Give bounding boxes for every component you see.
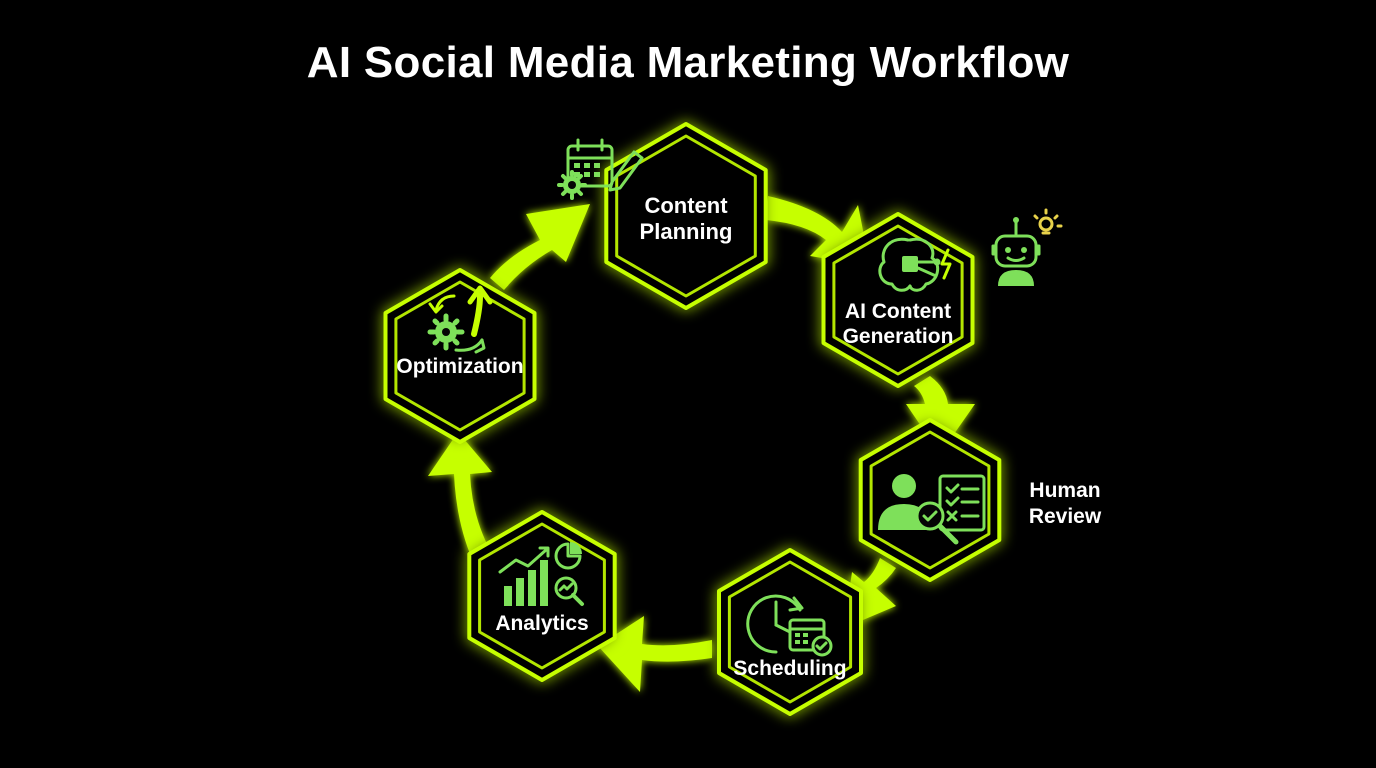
human-review-label: Human Review (990, 478, 1140, 530)
step-label-optimization-line-1: Optimization (396, 355, 523, 378)
flow-arrow-generation-to-review (906, 376, 975, 454)
step-label-analytics-line-1: Analytics (495, 612, 588, 635)
robot-icon (991, 217, 1041, 286)
gears-arrows-icon (427, 285, 493, 354)
brain-chip-icon (878, 237, 952, 292)
hexagon-outer-optimization (383, 268, 537, 444)
step-label-content-planning-line-1: Content (644, 193, 728, 218)
flow-arrow-scheduling-to-analytics (598, 616, 712, 692)
human-review-label-line-1: Human (1029, 479, 1101, 502)
hexagon-inner-human-review (869, 430, 991, 570)
hexagon-outer-ai-content-generation (821, 212, 975, 388)
step-optimization (383, 268, 537, 444)
person-checklist-icon (878, 474, 986, 545)
step-label-ai-content-generation-line-2: Generation (843, 325, 954, 348)
calendar-gear-icon (557, 138, 644, 200)
hexagon-inner-scheduling (727, 560, 853, 704)
bar-chart-magnifier-icon (498, 542, 584, 606)
human-review-label-line-2: Review (1028, 505, 1102, 528)
lightbulb-icon (1033, 208, 1063, 235)
hexagon-outer-human-review (858, 418, 1002, 582)
hexagon-inner-analytics (478, 522, 606, 670)
page-title: AI Social Media Marketing Workflow (306, 38, 1070, 87)
step-label-scheduling-line-1: Scheduling (733, 657, 846, 680)
step-label-ai-content-generation-line-1: AI Content (845, 300, 951, 323)
clock-calendar-icon (746, 594, 833, 657)
hexagon-outer-content-planning (604, 122, 768, 310)
step-content-planning (604, 122, 768, 310)
hexagon-inner-optimization (394, 280, 526, 432)
step-human-review (858, 418, 1002, 582)
flow-arrow-optimization-to-planning (490, 204, 590, 290)
hexagon-inner-ai-content-generation (832, 224, 964, 376)
step-ai-content-generation (821, 212, 975, 388)
flow-arrow-analytics-to-optimization (428, 432, 492, 554)
step-label-content-planning-line-2: Planning (640, 219, 733, 244)
